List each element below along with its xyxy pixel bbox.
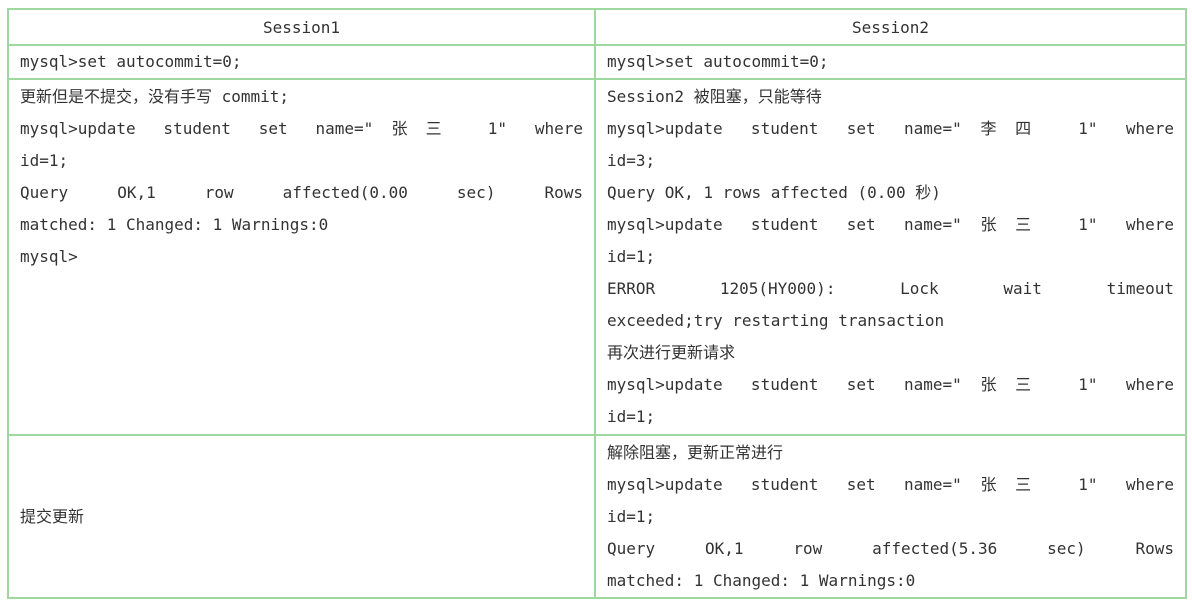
text-line: id=1;	[20, 151, 69, 170]
text-line: Query OK,1 row affected(5.36 sec) Rows	[607, 539, 1174, 558]
text-line: matched: 1 Changed: 1 Warnings:0	[607, 571, 916, 590]
session2-header: Session2	[594, 8, 1187, 46]
text-line: 提交更新	[20, 507, 85, 526]
text-line: mysql>set autocommit=0;	[607, 52, 829, 71]
session1-autocommit-cell: mysql>set autocommit=0;	[7, 44, 596, 80]
text-line: id=1;	[607, 247, 656, 266]
text-line: id=1;	[607, 507, 656, 526]
text-line: mysql>update student set name="张三 1" whe…	[607, 215, 1174, 234]
text-line: ERROR 1205(HY000): Lock wait timeout	[607, 279, 1174, 298]
sessions-table-wrapper: Session1 Session2 mysql>set autocommit=0…	[7, 8, 1187, 599]
text-line: 更新但是不提交，没有手写 commit;	[20, 87, 290, 106]
text-line: id=3;	[607, 151, 656, 170]
lock-wait-row: 更新但是不提交，没有手写 commit; mysql>update student…	[7, 78, 1187, 436]
text-line: 解除阻塞，更新正常进行	[607, 443, 784, 462]
session1-update-cell: 更新但是不提交，没有手写 commit; mysql>update student…	[7, 78, 596, 436]
text-line: mysql>update student set name="李四 1" whe…	[607, 119, 1174, 138]
text-line: mysql>update student set name="张三 1" whe…	[20, 119, 583, 138]
text-line: Query OK, 1 rows affected (0.00 秒)	[607, 183, 941, 202]
text-line: mysql>	[20, 247, 78, 266]
text-line: exceeded;try restarting transaction	[607, 311, 945, 330]
text-line: mysql>update student set name="张三 1" whe…	[607, 375, 1174, 394]
session2-blocked-cell: Session2 被阻塞，只能等待 mysql>update student se…	[594, 78, 1187, 436]
header-row: Session1 Session2	[7, 8, 1187, 46]
text-line: mysql>update student set name="张三 1" whe…	[607, 475, 1174, 494]
text-line: matched: 1 Changed: 1 Warnings:0	[20, 215, 329, 234]
autocommit-row: mysql>set autocommit=0; mysql>set autoco…	[7, 44, 1187, 80]
text-line: mysql>set autocommit=0;	[20, 52, 242, 71]
text-line: id=1;	[607, 407, 656, 426]
commit-row: 提交更新 解除阻塞，更新正常进行 mysql>update student set…	[7, 434, 1187, 599]
text-line: Session2 被阻塞，只能等待	[607, 87, 822, 106]
session2-autocommit-cell: mysql>set autocommit=0;	[594, 44, 1187, 80]
text-line: 再次进行更新请求	[607, 343, 736, 362]
text-line: Query OK,1 row affected(0.00 sec) Rows	[20, 183, 583, 202]
session1-header: Session1	[7, 8, 596, 46]
sessions-table: Session1 Session2 mysql>set autocommit=0…	[7, 8, 1187, 599]
session1-commit-cell: 提交更新	[7, 434, 596, 599]
session2-unblocked-cell: 解除阻塞，更新正常进行 mysql>update student set name…	[594, 434, 1187, 599]
